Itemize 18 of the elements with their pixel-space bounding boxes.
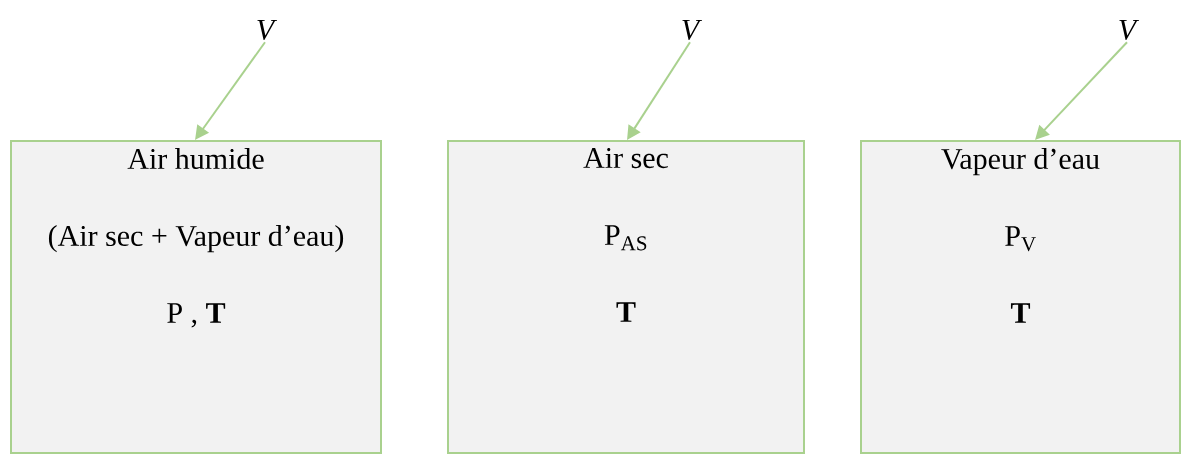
text-box	[447, 140, 805, 454]
box-text: Air humide	[127, 148, 264, 170]
arrow	[627, 41, 691, 140]
box-text: P$_{AS}$	[604, 225, 647, 251]
box-text: T	[1010, 303, 1031, 323]
variable-label: V	[257, 19, 278, 41]
box-text: Vapeur d’eau	[941, 148, 1100, 176]
box-text: T	[616, 302, 636, 322]
text-box	[860, 140, 1181, 454]
box-text: (Air sec + Vapeur d’eau)	[48, 225, 344, 253]
variable-label: V	[682, 19, 703, 41]
arrow	[195, 41, 266, 140]
variable-label: V	[1119, 19, 1140, 41]
arrow	[1035, 41, 1128, 140]
box-text: Air sec	[583, 148, 668, 169]
text-box	[10, 140, 382, 454]
box-text: P$_{V}$	[1005, 226, 1036, 252]
box-text: P , T	[167, 303, 226, 328]
